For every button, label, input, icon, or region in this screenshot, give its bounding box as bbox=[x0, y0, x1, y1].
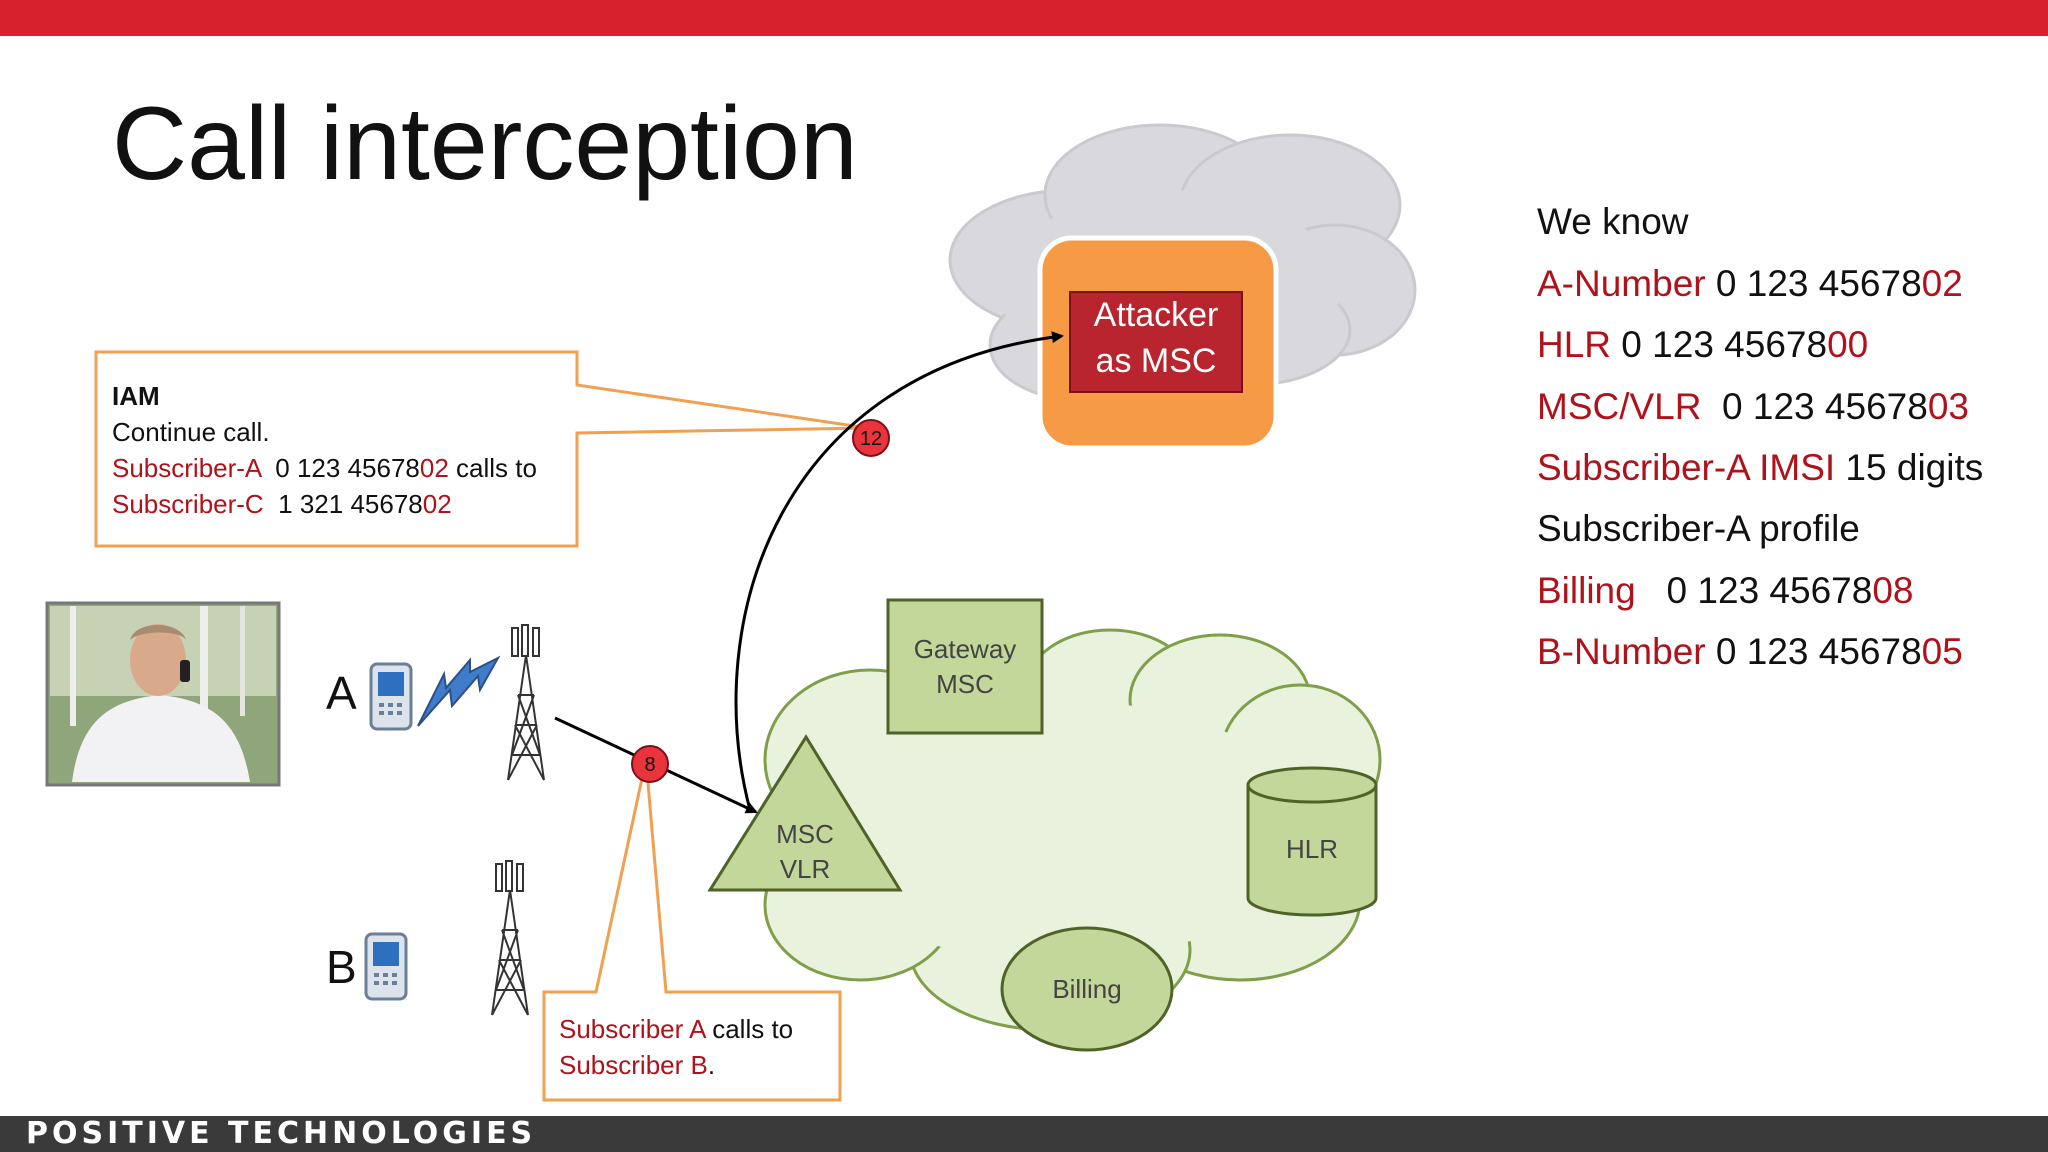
iam-heading: IAM bbox=[112, 381, 160, 411]
phone-a-icon bbox=[369, 662, 413, 731]
call-callout bbox=[542, 759, 842, 1102]
step-8-marker: 8 bbox=[631, 745, 669, 783]
known-heading: We know bbox=[1537, 201, 1689, 242]
signal-bolt-icon bbox=[417, 655, 501, 727]
iam-subscriber-a: Subscriber-A 0 123 4567802 calls to bbox=[112, 453, 537, 483]
top-accent-bar bbox=[0, 0, 2048, 36]
iam-callout-text: IAM Continue call. Subscriber-A 0 123 45… bbox=[112, 378, 537, 522]
iam-continue: Continue call. bbox=[112, 417, 270, 447]
phone-a-label: A bbox=[326, 667, 357, 719]
svg-text:8: 8 bbox=[644, 754, 655, 776]
call-callout-text: Subscriber A calls to Subscriber B. bbox=[559, 1011, 793, 1083]
billing-label: Billing bbox=[1052, 974, 1122, 1004]
home-network-cloud-fill bbox=[795, 700, 1315, 960]
attacker-msc-label: Attacker as MSC bbox=[1093, 296, 1219, 380]
known-row-billing: Billing 0 123 4567808 bbox=[1537, 570, 1914, 611]
iam-subscriber-c: Subscriber-C 1 321 4567802 bbox=[112, 489, 452, 519]
cell-tower-icon-a bbox=[507, 624, 545, 781]
page-title: Call interception bbox=[112, 86, 858, 202]
known-row-a-number: A-Number 0 123 4567802 bbox=[1537, 263, 1963, 304]
person-photo bbox=[45, 601, 281, 787]
gateway-msc-box bbox=[886, 598, 1044, 735]
svg-text:12: 12 bbox=[860, 428, 882, 450]
arrow-msc-to-attacker bbox=[734, 331, 1064, 811]
phone-b-icon bbox=[364, 932, 408, 1001]
hlr-cylinder bbox=[1246, 766, 1378, 917]
step-12-marker: 12 bbox=[852, 419, 890, 457]
known-row-hlr: HLR 0 123 4567800 bbox=[1537, 324, 1869, 365]
known-row-profile: Subscriber-A profile bbox=[1537, 508, 1860, 549]
call-line-2: Subscriber B. bbox=[559, 1050, 716, 1080]
billing-ellipse bbox=[1000, 926, 1174, 1052]
iam-callout bbox=[94, 350, 869, 548]
phone-b-label: B bbox=[326, 941, 357, 993]
known-row-msc-vlr: MSC/VLR 0 123 4567803 bbox=[1537, 386, 1969, 427]
brand-logo-text: POSITIVE TECHNOLOGIES bbox=[26, 1116, 537, 1151]
known-row-imsi: Subscriber-A IMSI 15 digits bbox=[1537, 447, 1984, 488]
bottom-bar bbox=[0, 1116, 2048, 1152]
msc-vlr-triangle bbox=[707, 734, 903, 892]
gateway-msc-label: Gateway MSC bbox=[913, 634, 1017, 699]
call-line-1: Subscriber A calls to bbox=[559, 1014, 794, 1044]
known-row-b-number: B-Number 0 123 4567805 bbox=[1537, 631, 1963, 672]
hlr-label: HLR bbox=[1285, 834, 1338, 864]
cell-tower-icon-b bbox=[491, 860, 529, 1016]
msc-vlr-label: MSC VLR bbox=[776, 819, 834, 884]
attacker-msc-inner bbox=[1069, 291, 1243, 393]
